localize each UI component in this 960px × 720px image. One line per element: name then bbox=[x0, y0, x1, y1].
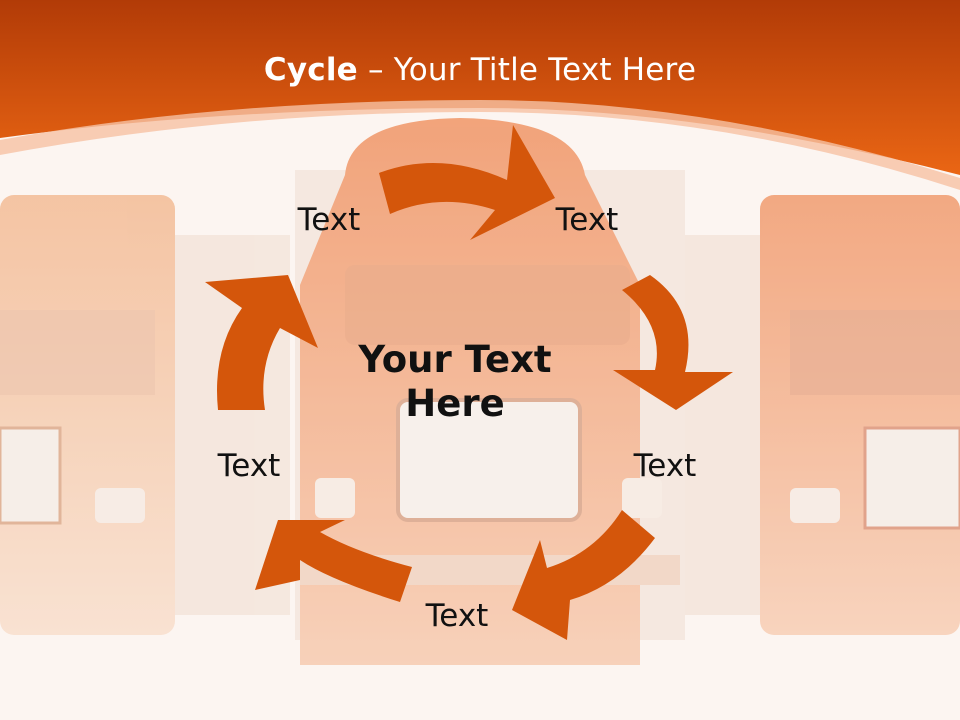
cycle-arrows bbox=[205, 125, 733, 640]
cycle-arrow-top bbox=[379, 125, 555, 240]
cycle-arrow-bottom-left bbox=[255, 520, 412, 602]
center-text: Your Text Here bbox=[358, 338, 552, 425]
header-band bbox=[0, 0, 960, 175]
truck-right-image bbox=[685, 195, 960, 635]
cycle-node-label-2: Text bbox=[555, 202, 619, 238]
cycle-node-label-4: Text bbox=[425, 598, 489, 634]
cycle-node-label-1: Text bbox=[297, 202, 361, 238]
cycle-node-label-3: Text bbox=[633, 448, 697, 484]
truck-left-image bbox=[0, 195, 290, 635]
slide-title: Cycle – Your Title Text Here bbox=[0, 52, 960, 88]
cycle-arrow-right bbox=[613, 275, 733, 410]
cycle-node-label-5: Text bbox=[217, 448, 281, 484]
cycle-arrow-left bbox=[205, 275, 318, 410]
cycle-arrow-bottom-right bbox=[512, 510, 655, 640]
header-swoosh bbox=[0, 100, 960, 190]
title-bold: Cycle bbox=[263, 52, 358, 88]
title-rest: – Your Title Text Here bbox=[357, 52, 697, 88]
